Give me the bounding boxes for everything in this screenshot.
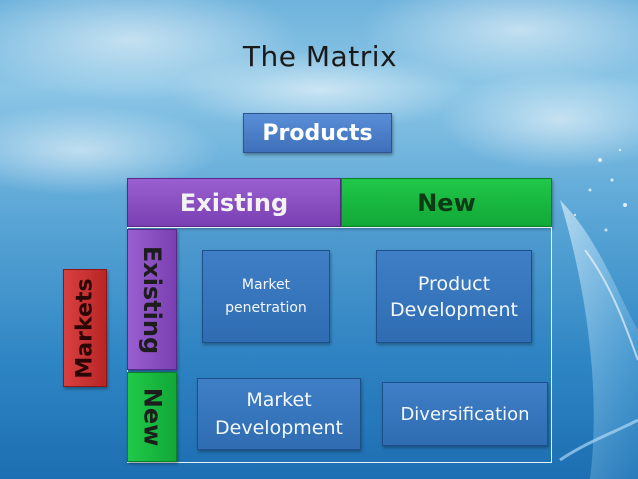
- cell-text-line: Market: [241, 276, 291, 293]
- cell-text-line: Development: [390, 298, 518, 321]
- slide-title: The Matrix: [242, 40, 398, 73]
- cell-market-development: Market Development: [197, 378, 361, 450]
- cell-market-penetration: Market penetration: [202, 250, 330, 343]
- markets-label: Markets: [72, 277, 98, 379]
- cell-text-line: Development: [215, 417, 343, 439]
- markets-header: Markets: [63, 269, 107, 387]
- row-header-new-label: New: [138, 387, 167, 447]
- column-header-existing: Existing: [127, 178, 341, 227]
- cell-text-line: Market: [246, 389, 312, 411]
- cell-text-line: penetration: [225, 299, 307, 316]
- cell-product-development: Product Development: [376, 250, 532, 343]
- cell-diversification: Diversification: [382, 382, 548, 446]
- row-header-existing: Existing: [127, 229, 177, 370]
- row-header-new: New: [127, 372, 177, 462]
- cell-text-line: Product: [417, 272, 491, 295]
- products-header: Products: [243, 113, 392, 153]
- row-header-existing-label: Existing: [138, 245, 167, 354]
- column-header-new: New: [341, 178, 552, 227]
